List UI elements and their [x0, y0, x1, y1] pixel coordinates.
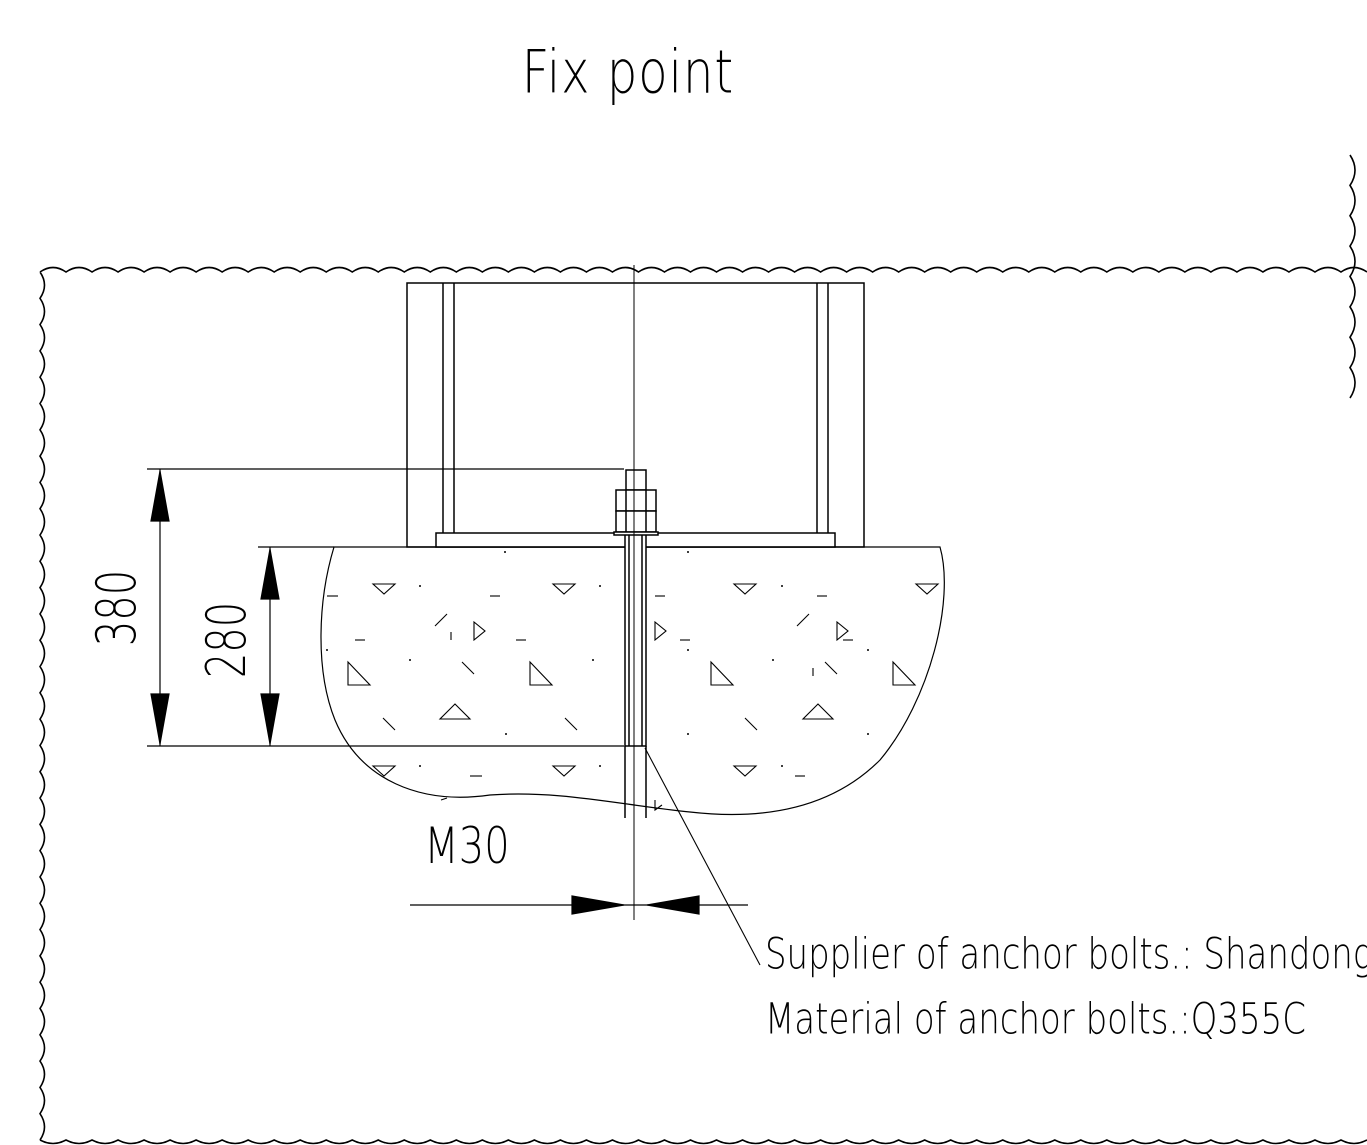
dimension-m30	[410, 895, 748, 915]
concrete-foundation	[320, 546, 945, 816]
concrete-dots	[326, 551, 869, 767]
dimension-380	[147, 468, 624, 747]
dimension-280-label: 280	[196, 602, 259, 678]
drawing-title: Fix point	[522, 37, 735, 107]
revision-cloud-border	[39, 266, 1367, 1145]
note-material: Material of anchor bolts.:Q355C	[765, 995, 1306, 1045]
anchor-bolt	[624, 532, 647, 818]
dimension-m30-label: M30	[424, 817, 509, 876]
anchor-nut	[613, 469, 659, 536]
concrete-hatch	[327, 583, 940, 812]
leader-line	[644, 747, 761, 966]
revision-cloud-side	[1349, 154, 1356, 399]
dimension-380-label: 380	[86, 570, 149, 646]
dimension-280	[258, 546, 334, 746]
note-supplier: Supplier of anchor bolts.: Shandong Tian…	[765, 930, 1367, 980]
